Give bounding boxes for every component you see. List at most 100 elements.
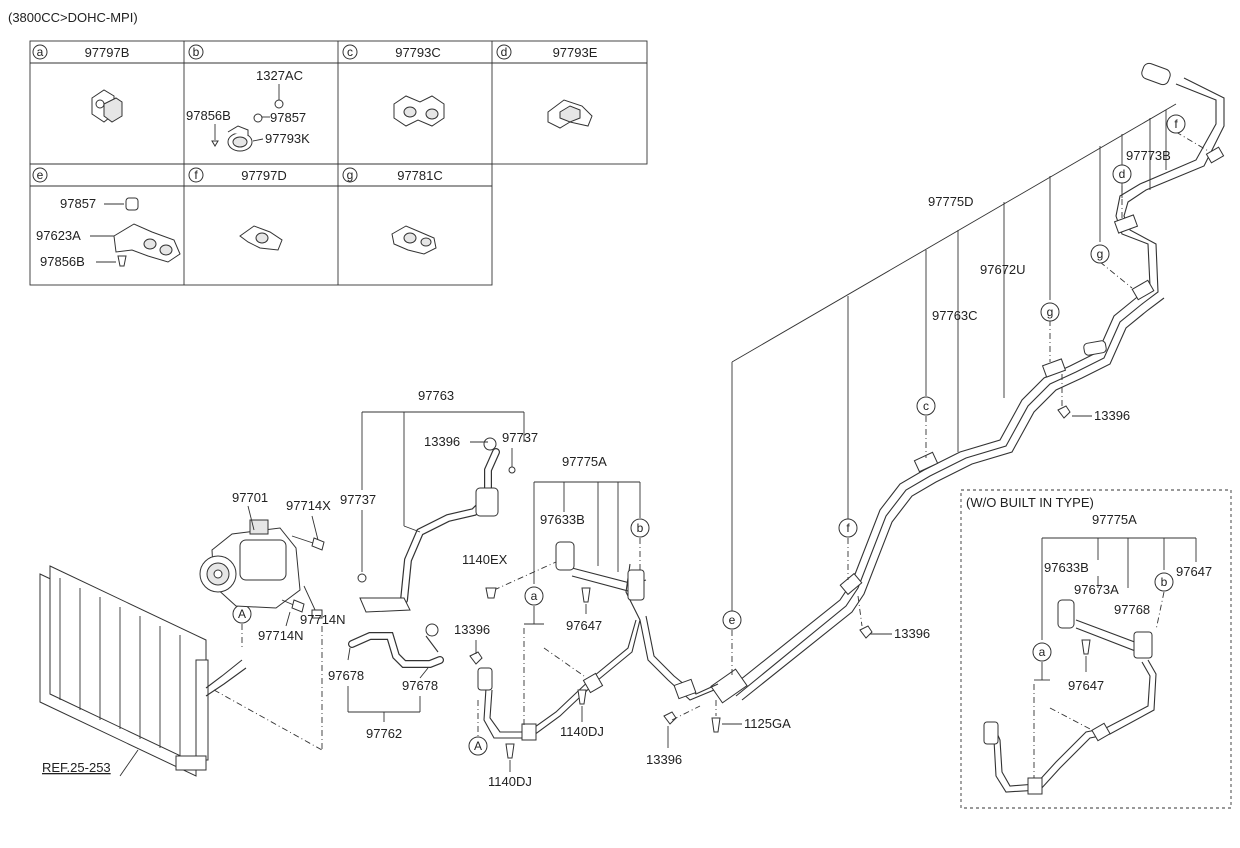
condenser-illustration	[39, 565, 247, 777]
label-1125ga: 1125GA	[744, 716, 791, 731]
label-13396-bottom: 13396	[646, 752, 682, 767]
clamp-assembly-illustration	[211, 84, 284, 152]
svg-text:a: a	[1039, 645, 1046, 659]
inset-label-97647-right: 97647	[1176, 564, 1212, 579]
marker-f-top: f	[1166, 114, 1186, 134]
legend-part-f: 97797D	[241, 168, 287, 183]
legend-cell-e: e 97857 97623A 97856B	[32, 167, 181, 269]
label-97763: 97763	[418, 388, 454, 403]
label-1327ac: 1327AC	[256, 68, 303, 83]
svg-text:d: d	[1119, 167, 1126, 181]
legend-cell-d: d 97793E	[496, 44, 598, 129]
legend-cell-g: g 97781C	[342, 167, 443, 255]
svg-text:f: f	[846, 521, 850, 535]
compressor-illustration	[199, 519, 301, 609]
legend-letter-g: g	[347, 168, 354, 182]
legend-letter-e: e	[37, 168, 44, 182]
svg-text:A: A	[238, 607, 246, 621]
clip-97797b-illustration	[91, 89, 123, 123]
suction-pipe-assembly	[710, 62, 1225, 704]
leader-97775a	[533, 481, 641, 584]
label-97775a: 97775A	[562, 454, 607, 469]
label-97714n-lower: 97714N	[258, 628, 304, 643]
legend-part-a: 97797B	[85, 45, 130, 60]
label-97714x: 97714X	[286, 498, 331, 513]
label-13396-mid: 13396	[894, 626, 930, 641]
label-1140dj-bottom: 1140DJ	[488, 774, 532, 789]
label-97775d: 97775D	[928, 194, 974, 209]
inset-marker-b: b	[1154, 572, 1174, 592]
inset-label-97768: 97768	[1114, 602, 1150, 617]
label-97773b: 97773B	[1126, 148, 1171, 163]
hose-97762	[348, 623, 444, 668]
legend-part-c: 97793C	[395, 45, 441, 60]
label-97857-b: 97857	[270, 110, 306, 125]
inset-without-built-in-type: (W/O BUILT IN TYPE) 97775A 97633B 97673A…	[960, 489, 1232, 809]
marker-A-center: A	[468, 736, 488, 756]
inset-marker-a: a	[1032, 642, 1052, 662]
ref-label: REF.25-253	[42, 760, 111, 775]
clamp-e-illustration	[90, 197, 181, 267]
label-97762: 97762	[366, 726, 402, 741]
liquid-tube-assembly	[469, 541, 719, 741]
legend-letter-c: c	[347, 45, 353, 59]
label-97763c: 97763C	[932, 308, 978, 323]
legend-cell-a: a 97797B	[32, 44, 130, 123]
svg-text:e: e	[729, 613, 736, 627]
clamp-97793c-illustration	[393, 95, 445, 127]
marker-A-left: A	[232, 604, 252, 624]
clamp-97793e-illustration	[547, 99, 593, 129]
marker-b: b	[630, 518, 650, 538]
svg-text:g: g	[1097, 247, 1104, 261]
label-97633b: 97633B	[540, 512, 585, 527]
svg-text:f: f	[1174, 117, 1178, 131]
leader-97762	[347, 647, 429, 722]
label-97672u: 97672U	[980, 262, 1026, 277]
label-97701: 97701	[232, 490, 268, 505]
legend-table: a 97797B b 1327AC 97856B 97857 97793K	[29, 40, 648, 286]
inset-label-97633b: 97633B	[1044, 560, 1089, 575]
inset-label-97775a: 97775A	[1092, 512, 1137, 527]
hose-97763	[359, 437, 500, 613]
legend-part-d: 97793E	[553, 45, 598, 60]
label-13396-center: 13396	[454, 622, 490, 637]
label-97678-left: 97678	[328, 668, 364, 683]
svg-text:c: c	[923, 399, 929, 413]
leader-97763	[361, 411, 525, 572]
label-97678-right: 97678	[402, 678, 438, 693]
label-1140ex: 1140EX	[462, 552, 508, 567]
marker-g-upper: g	[1090, 244, 1110, 264]
legend-cell-f: f 97797D	[188, 167, 287, 251]
legend-letter-f: f	[194, 168, 198, 182]
label-97857-e: 97857	[60, 196, 96, 211]
legend-cell-b: b 1327AC 97856B 97857 97793K	[186, 44, 310, 152]
legend-letter-d: d	[501, 45, 508, 59]
svg-text:b: b	[1161, 575, 1168, 589]
label-97856b-e: 97856B	[40, 254, 85, 269]
marker-f-lower: f	[838, 518, 858, 538]
label-13396-hose: 13396	[424, 434, 460, 449]
inset-label-97673a: 97673A	[1074, 582, 1119, 597]
legend-letter-b: b	[193, 45, 200, 59]
svg-text:b: b	[637, 521, 644, 535]
clamp-97781c-illustration	[391, 225, 437, 255]
svg-text:a: a	[531, 589, 538, 603]
label-97737-left: 97737	[340, 492, 376, 507]
label-97647: 97647	[566, 618, 602, 633]
inset-label-97647-left: 97647	[1068, 678, 1104, 693]
label-97623a: 97623A	[36, 228, 81, 243]
label-97856b-b: 97856B	[186, 108, 231, 123]
svg-text:g: g	[1047, 305, 1054, 319]
label-97793k: 97793K	[265, 131, 310, 146]
svg-text:A: A	[474, 739, 482, 753]
marker-g-lower: g	[1040, 302, 1060, 322]
marker-e: e	[722, 610, 742, 630]
clamp-97797d-illustration	[239, 225, 283, 251]
legend-part-g: 97781C	[397, 168, 443, 183]
marker-c: c	[916, 396, 936, 416]
marker-a-center: a	[524, 586, 544, 606]
legend-letter-a: a	[37, 45, 44, 59]
main-leader-lines	[731, 103, 1177, 612]
legend-cell-c: c 97793C	[342, 44, 445, 127]
